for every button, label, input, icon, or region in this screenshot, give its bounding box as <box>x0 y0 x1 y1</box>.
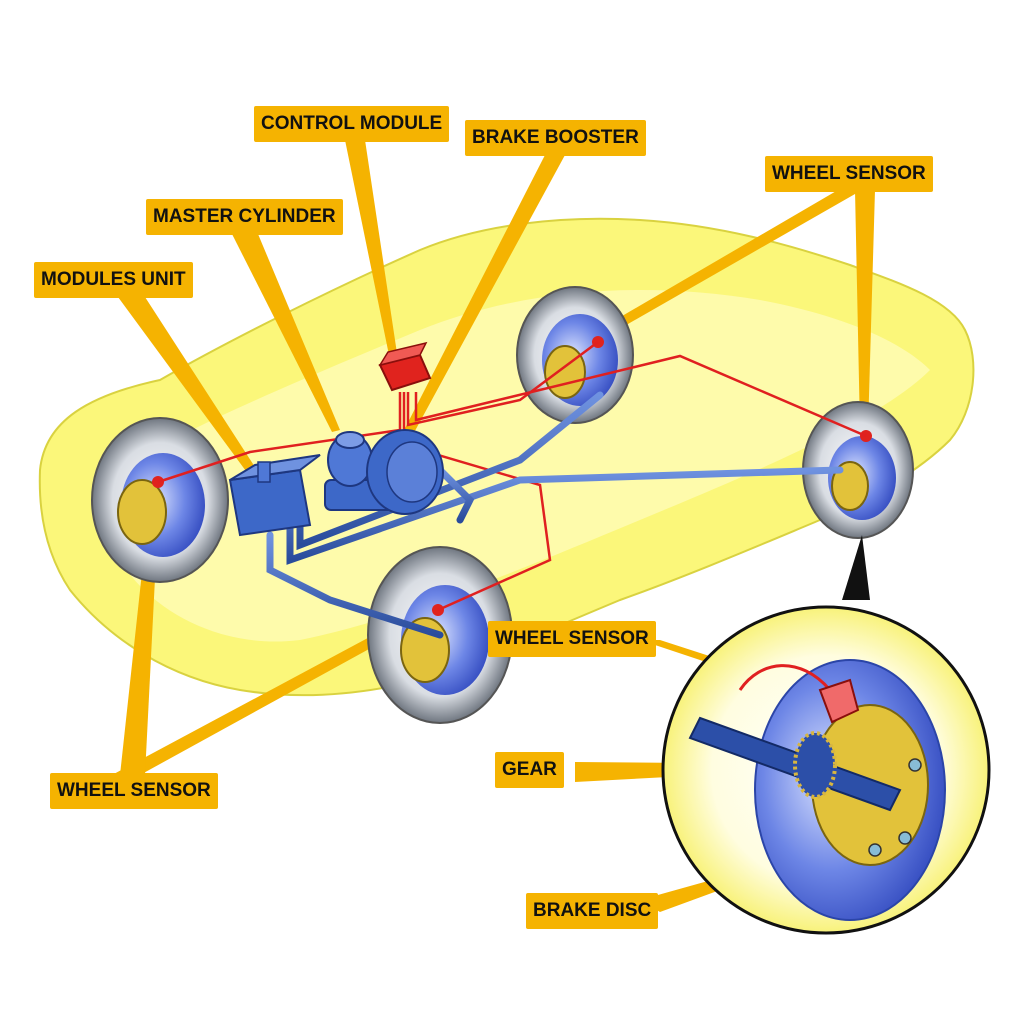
label-wheel-sensor-detail: WHEEL SENSOR <box>488 621 656 657</box>
zoom-pointer <box>842 535 870 600</box>
sensor-wires <box>157 340 867 612</box>
gear-ring <box>793 731 837 799</box>
sensor-cable-detail <box>738 664 832 691</box>
label-gear: GEAR <box>495 752 564 788</box>
label-wheel-sensor-front: WHEEL SENSOR <box>50 773 218 809</box>
label-master-cylinder: MASTER CYLINDER <box>146 199 343 235</box>
wheel-sensor-detail <box>818 678 860 724</box>
control-module <box>378 341 432 392</box>
wheel-rear-left <box>516 286 634 424</box>
wheel-rear-right <box>802 401 914 539</box>
label-brake-disc: BRAKE DISC <box>526 893 659 929</box>
zoom-detail <box>661 605 991 935</box>
label-brake-booster: BRAKE BOOSTER <box>465 120 646 156</box>
label-wheel-sensor-rear: WHEEL SENSOR <box>765 156 933 192</box>
car-body-highlight <box>120 290 930 642</box>
label-modules-unit: MODULES UNIT <box>34 262 193 298</box>
label-control-module: CONTROL MODULE <box>254 106 450 142</box>
modules-unit <box>228 454 321 537</box>
brake-booster <box>366 429 444 515</box>
wheel-front-left <box>91 417 229 583</box>
